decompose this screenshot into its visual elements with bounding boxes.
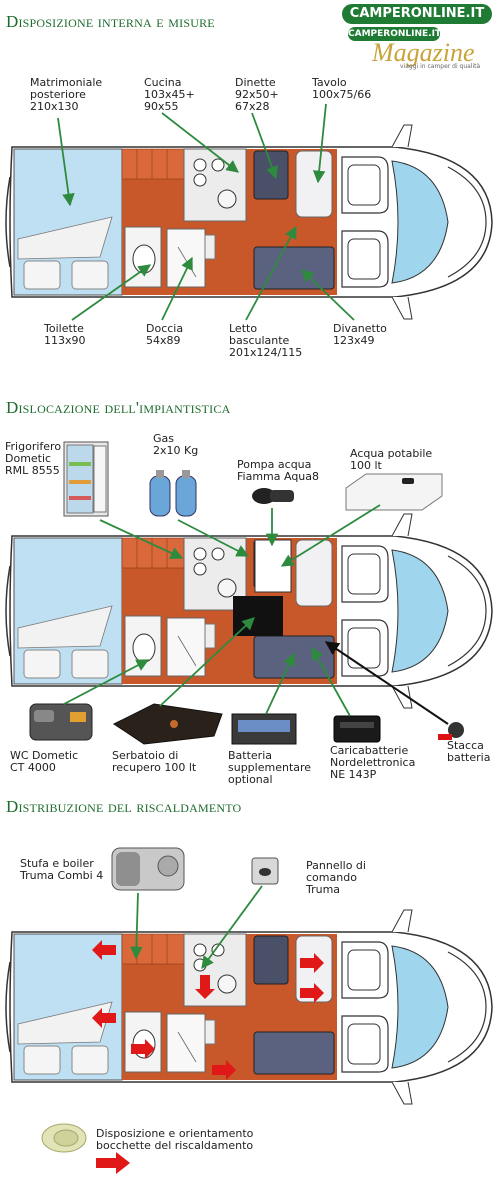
systems-pointer-arrows	[63, 504, 381, 717]
label-wc: WC Dometic CT 4000	[10, 749, 79, 774]
battery-switch-wire	[324, 641, 449, 725]
grey-tank-picture	[113, 703, 223, 745]
camper-plan-layout	[5, 124, 493, 320]
section-title-systems: Dislocazione dell'impiantistica	[6, 398, 231, 417]
label-fridge: Frigorifero Dometic RML 8555	[5, 440, 62, 477]
logo-tagline: viaggi in camper di qualità	[400, 63, 481, 70]
logo-main-text: CAMPERONLINE.IT	[349, 6, 485, 21]
camperonline-logo: CAMPERONLINE.IT	[342, 4, 492, 24]
legend-heating-arrow	[96, 1152, 130, 1174]
label-grey-tank: Serbatoio di recupero 100 lt	[112, 749, 197, 774]
battery-picture	[231, 713, 297, 745]
heater-picture	[111, 847, 185, 891]
wc-picture	[29, 703, 93, 741]
legend-text: Disposizione e orientamento bocchette de…	[96, 1127, 254, 1152]
label-table: Tavolo 100x75/66	[312, 76, 372, 101]
charger-picture	[333, 715, 381, 743]
water-pump-picture	[252, 488, 294, 504]
label-drop-bed: Letto basculante 201x124/115	[229, 322, 303, 359]
heating-pointer-arrows	[130, 885, 263, 970]
logo-sub-text: CAMPERONLINE.IT	[348, 29, 442, 39]
fridge-picture	[63, 441, 109, 517]
label-battery: Batteria supplementare optional	[228, 749, 312, 786]
magazine-wordmark: Magazine	[372, 38, 475, 67]
section-title-heating: Distribuzione del riscaldamento	[6, 797, 242, 816]
heating-vent-arrows	[92, 940, 324, 1080]
label-toilet: Toilette 113x90	[44, 322, 86, 347]
label-dinette: Dinette 92x50+ 67x28	[235, 76, 279, 113]
label-heater: Stufa e boiler Truma Combi 4	[20, 857, 104, 882]
legend-vent-icon	[41, 1123, 87, 1153]
label-fresh-water: Acqua potabile 100 lt	[350, 447, 433, 472]
label-gas: Gas 2x10 Kg	[153, 432, 199, 457]
camperonline-sub-logo: CAMPERONLINE.IT	[348, 27, 442, 41]
section-title-layout: Disposizione interna e misure	[6, 12, 215, 31]
label-battery-switch: Stacca batteria	[447, 739, 491, 764]
label-control-panel: Pannello di comando Truma	[306, 859, 366, 896]
label-shower: Doccia 54x89	[146, 322, 184, 347]
control-panel-picture	[251, 857, 279, 885]
battery-switch-picture	[438, 722, 464, 740]
layout-pointer-arrows	[57, 103, 355, 321]
camper-plan-systems	[5, 513, 493, 709]
fresh-water-tank-picture	[345, 473, 443, 511]
label-sofa: Divanetto 123x49	[333, 322, 387, 347]
camper-plan-heating	[5, 909, 493, 1105]
label-charger: Caricabatterie Nordelettronica NE 143P	[330, 744, 416, 781]
label-water-pump: Pompa acqua Fiamma Aqua8	[237, 458, 320, 483]
label-rear-bed: Matrimoniale posteriore 210x130	[30, 76, 103, 113]
label-kitchen: Cucina 103x45+ 90x55	[144, 76, 195, 113]
gas-bottles-picture	[149, 470, 197, 517]
